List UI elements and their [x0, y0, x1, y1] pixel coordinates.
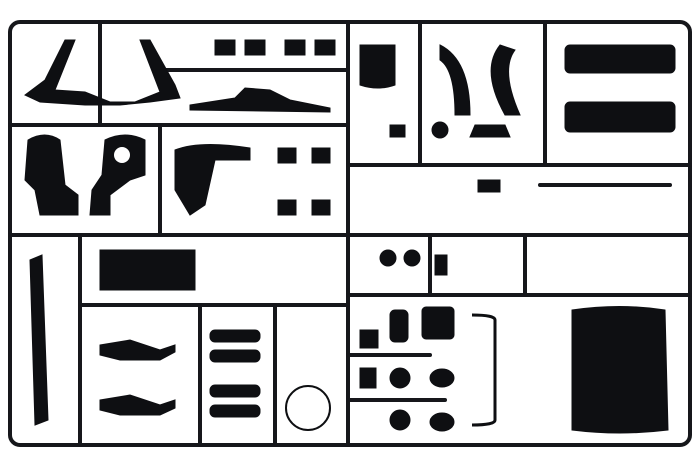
- seat-part: [359, 44, 396, 89]
- fender-left-part: [24, 134, 79, 216]
- bumper-top-part: [564, 44, 676, 74]
- bracket-frame-part: [471, 313, 497, 427]
- grille-part: [99, 249, 196, 291]
- roof-panel-part: [571, 306, 669, 434]
- bumper-bar-part: [189, 87, 331, 113]
- hose-right-part: [490, 44, 521, 116]
- sprue-frame: [8, 20, 692, 447]
- fender-right-part: [89, 134, 146, 216]
- sprue-parts: [24, 39, 676, 434]
- vent-part: [421, 306, 455, 340]
- exhaust-part: [99, 339, 176, 416]
- bracket-part: [214, 39, 336, 56]
- wing-part: [174, 143, 251, 216]
- bumper-bottom-part: [564, 101, 676, 133]
- hose-left-part: [439, 44, 471, 116]
- front-frame-part: [24, 39, 181, 106]
- sill-part: [29, 254, 49, 426]
